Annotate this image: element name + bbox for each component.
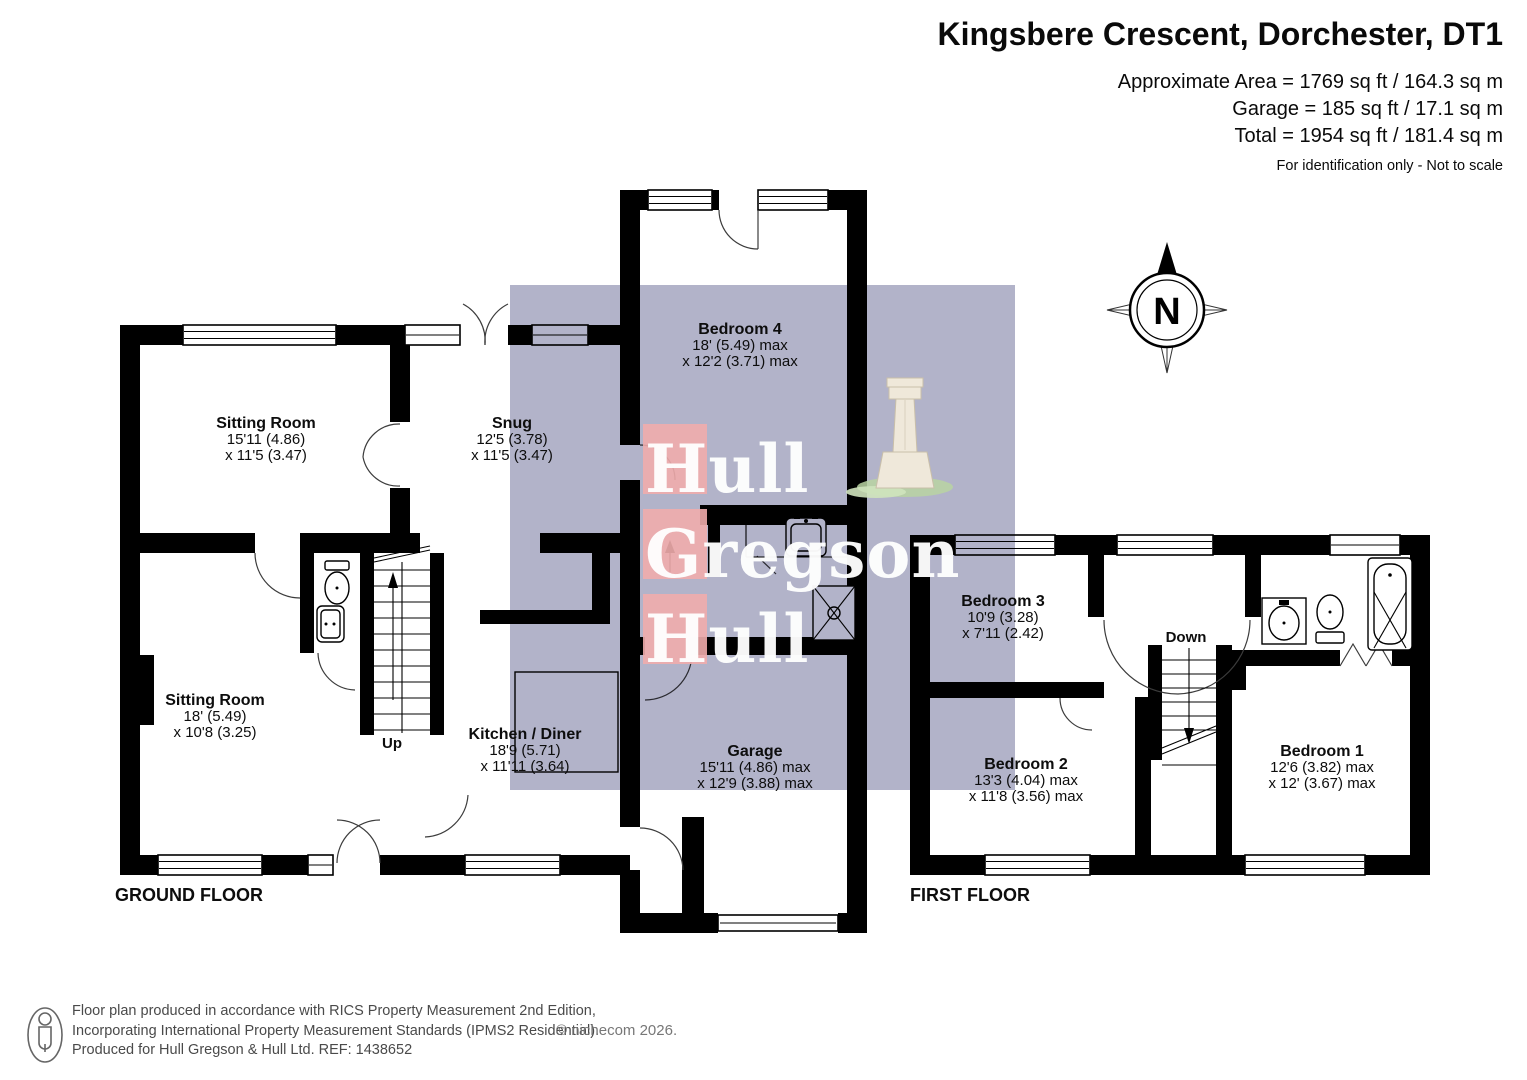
svg-text:x 12'2 (3.71) max: x 12'2 (3.71) max (682, 353, 798, 370)
compass-north-label: N (1153, 291, 1180, 333)
bathroom-sink (1261, 597, 1307, 645)
footer-line-1: Floor plan produced in accordance with R… (72, 1003, 596, 1019)
room-label-sitting-room-bottom: Sitting Room 18' (5.49) x 10'8 (3.25) (165, 692, 265, 741)
compass-rose-icon: N (1106, 242, 1228, 374)
wc-sink (316, 605, 345, 643)
watermark: Hull Gregson Hull (510, 285, 1015, 790)
svg-text:Bedroom 1: Bedroom 1 (1280, 743, 1364, 760)
approximate-area-line: Approximate Area = 1769 sq ft / 164.3 sq… (1117, 71, 1503, 93)
wc-toilet (324, 560, 350, 605)
svg-text:Sitting Room: Sitting Room (165, 692, 265, 709)
bathtub (1367, 557, 1413, 651)
room-label-snug: Snug 12'5 (3.78) x 11'5 (3.47) (471, 415, 553, 464)
footer-line-2: Incorporating International Property Mea… (72, 1022, 600, 1039)
total-area-line: Total = 1954 sq ft / 181.4 sq m (1234, 125, 1504, 147)
watermark-overlay (510, 285, 1015, 790)
footer-line-3: Produced for Hull Gregson & Hull Ltd. RE… (72, 1042, 413, 1058)
room-label-sitting-room-top: Sitting Room 15'11 (4.86) x 11'5 (3.47) (216, 415, 316, 464)
svg-text:18' (5.49) max: 18' (5.49) max (692, 337, 788, 354)
svg-text:Bedroom 3: Bedroom 3 (961, 593, 1045, 610)
svg-text:18' (5.49): 18' (5.49) (184, 708, 247, 725)
svg-text:x 11'11 (3.64): x 11'11 (3.64) (480, 758, 569, 775)
svg-text:10'9 (3.28): 10'9 (3.28) (967, 609, 1038, 626)
svg-text:Snug: Snug (492, 415, 532, 432)
svg-text:Bedroom 4: Bedroom 4 (698, 321, 782, 338)
svg-text:x 11'5 (3.47): x 11'5 (3.47) (471, 447, 553, 464)
svg-text:x 12'9 (3.88) max: x 12'9 (3.88) max (697, 775, 813, 792)
room-label-kitchen-diner: Kitchen / Diner 18'9 (5.71) x 11'11 (3.6… (469, 726, 582, 775)
watermark-line-3: Hull (645, 600, 810, 678)
svg-text:13'3 (4.04) max: 13'3 (4.04) max (974, 772, 1078, 789)
svg-text:18'9 (5.71): 18'9 (5.71) (489, 742, 560, 759)
monument-icon (846, 377, 953, 498)
bathroom-toilet (1315, 594, 1345, 644)
svg-text:12'6 (3.82) max: 12'6 (3.82) max (1270, 759, 1374, 776)
first-floor-label: FIRST FLOOR (910, 885, 1030, 905)
stairs-down-label: Down (1166, 629, 1207, 646)
watermark-square-2 (643, 509, 707, 579)
room-label-bedroom1: Bedroom 1 12'6 (3.82) max x 12' (3.67) m… (1268, 743, 1376, 792)
svg-text:Sitting Room: Sitting Room (216, 415, 316, 432)
svg-text:15'11 (4.86) max: 15'11 (4.86) max (700, 759, 811, 776)
disclaimer-text: For identification only - Not to scale (1276, 158, 1503, 174)
room-label-bedroom4: Bedroom 4 18' (5.49) max x 12'2 (3.71) m… (682, 321, 798, 370)
svg-text:x 10'8 (3.25): x 10'8 (3.25) (174, 724, 257, 741)
room-label-bedroom2: Bedroom 2 13'3 (4.04) max x 11'8 (3.56) … (969, 756, 1084, 805)
svg-text:x 7'11 (2.42): x 7'11 (2.42) (962, 625, 1044, 642)
stairs-up-label: Up (382, 735, 402, 752)
watermark-line-1: Hull (645, 430, 810, 508)
page-title: Kingsbere Crescent, Dorchester, DT1 (937, 16, 1503, 52)
svg-text:15'11 (4.86): 15'11 (4.86) (227, 431, 305, 448)
person-icon (27, 1007, 63, 1063)
ground-floor-label: GROUND FLOOR (115, 885, 263, 905)
footer-disclaimer: Floor plan produced in accordance with R… (72, 1002, 599, 1061)
room-label-garage: Garage 15'11 (4.86) max x 12'9 (3.88) ma… (697, 743, 813, 792)
svg-text:Garage: Garage (727, 743, 782, 760)
room-labels: Sitting Room 15'11 (4.86) x 11'5 (3.47) … (165, 321, 1376, 805)
watermark-square-3 (643, 594, 707, 664)
garage-area-line: Garage = 185 sq ft / 17.1 sq m (1232, 98, 1503, 120)
svg-text:x 11'8 (3.56) max: x 11'8 (3.56) max (969, 788, 1084, 805)
svg-text:x 12' (3.67) max: x 12' (3.67) max (1268, 775, 1376, 792)
header: Kingsbere Crescent, Dorchester, DT1 Appr… (937, 16, 1503, 174)
svg-text:Kitchen / Diner: Kitchen / Diner (469, 726, 582, 743)
copyright-text: © nichecom 2026. (556, 1022, 678, 1039)
staircase-up (373, 545, 431, 733)
svg-text:Bedroom 2: Bedroom 2 (984, 756, 1068, 773)
svg-text:12'5 (3.78): 12'5 (3.78) (476, 431, 547, 448)
staircase-down (1161, 648, 1217, 766)
svg-text:x 11'5 (3.47): x 11'5 (3.47) (225, 447, 307, 464)
watermark-square-1 (643, 424, 707, 494)
room-label-bedroom3: Bedroom 3 10'9 (3.28) x 7'11 (2.42) (961, 593, 1045, 642)
watermark-line-2: Gregson (645, 515, 960, 593)
